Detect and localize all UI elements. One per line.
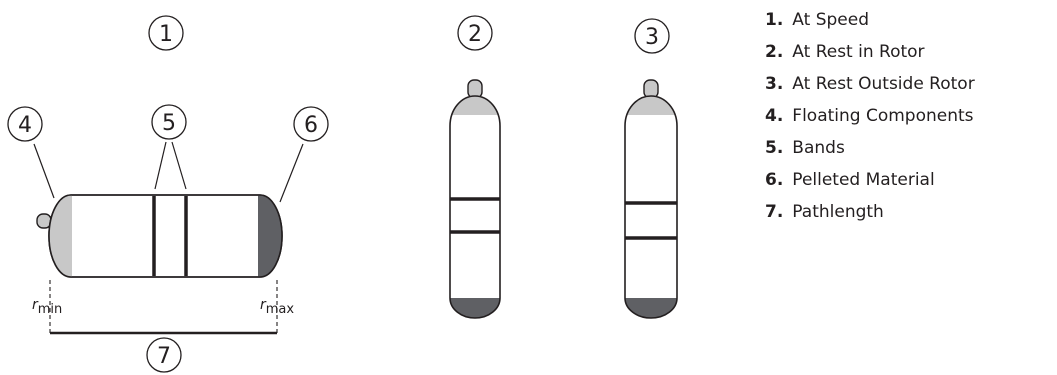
legend-item: 7. Pathlength [765, 196, 975, 228]
legend-item: 3. At Rest Outside Rotor [765, 68, 975, 100]
tube-body [48, 194, 283, 278]
legend-item-number: 7. [765, 202, 784, 222]
legend-item-label: Pathlength [792, 202, 884, 222]
legend-item-number: 3. [765, 74, 784, 94]
tube-inner [450, 96, 500, 318]
svg-text:1: 1 [159, 22, 173, 47]
callout-4: 4 [7, 106, 43, 142]
callout-6: 6 [293, 106, 329, 142]
pellet-fill [625, 298, 677, 318]
svg-text:3: 3 [645, 25, 659, 50]
legend-item-label: Bands [792, 138, 845, 158]
pellet-fill [450, 298, 500, 318]
tube-at-rest-outside-rotor [624, 79, 678, 319]
svg-text:4: 4 [18, 113, 32, 138]
legend-item: 2. At Rest in Rotor [765, 36, 975, 68]
leader-line [154, 141, 167, 190]
legend-item: 1. At Speed [765, 4, 975, 36]
tube-at-rest-in-rotor [449, 79, 501, 319]
leader-line [171, 141, 187, 190]
svg-text:6: 6 [304, 113, 318, 138]
tube-body [624, 95, 678, 319]
svg-text:2: 2 [468, 22, 482, 47]
leader-line [33, 143, 55, 199]
rmin-label: rmin [32, 297, 62, 317]
tube-body [449, 95, 501, 319]
legend-item: 4. Floating Components [765, 100, 975, 132]
legend-item-label: Floating Components [792, 106, 974, 126]
rmax-label: rmax [260, 297, 294, 317]
legend-item-label: Pelleted Material [792, 170, 935, 190]
floating-components-fill [49, 195, 72, 277]
legend-item-number: 5. [765, 138, 784, 158]
legend-item-number: 6. [765, 170, 784, 190]
svg-text:5: 5 [162, 111, 176, 136]
legend-item-label: At Rest in Rotor [792, 42, 925, 62]
tube-inner [625, 96, 677, 318]
callout-5: 5 [151, 104, 187, 140]
legend-item-number: 4. [765, 106, 784, 126]
callout-3: 3 [634, 18, 670, 54]
legend-item: 5. Bands [765, 132, 975, 164]
svg-text:7: 7 [157, 344, 171, 369]
callout-2: 2 [457, 15, 493, 51]
legend-item-number: 1. [765, 10, 784, 30]
leader-line [279, 143, 304, 203]
legend-item-label: At Speed [792, 10, 869, 30]
legend-item-label: At Rest Outside Rotor [792, 74, 975, 94]
tube-at-speed [36, 194, 283, 278]
callout-7: 7 [146, 337, 182, 373]
legend-item-number: 2. [765, 42, 784, 62]
callout-1: 1 [148, 15, 184, 51]
legend-item: 6. Pelleted Material [765, 164, 975, 196]
legend-list: 1. At Speed 2. At Rest in Rotor 3. At Rest Ou… [765, 4, 975, 228]
